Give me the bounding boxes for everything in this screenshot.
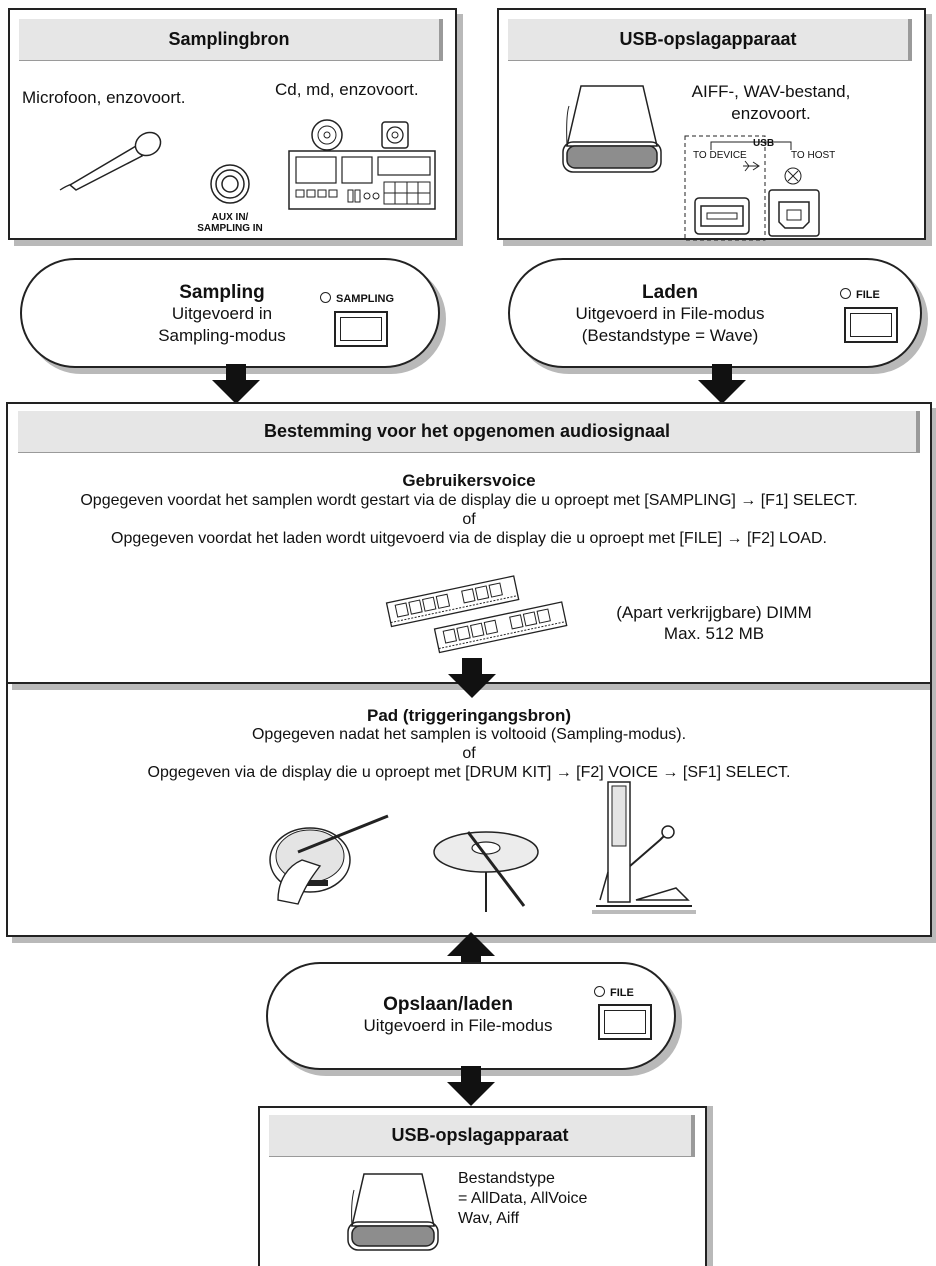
save-file-button-label: FILE bbox=[610, 987, 634, 999]
sampling-led-icon bbox=[320, 292, 331, 303]
to-device-label: TO DEVICE bbox=[693, 150, 747, 161]
md-disc-icon bbox=[381, 121, 409, 149]
file-led-icon bbox=[840, 288, 851, 299]
usb-label: USB bbox=[753, 138, 775, 149]
file-label-1: AIFF-, WAV-bestand, bbox=[691, 82, 851, 101]
sampling-button-label: SAMPLING bbox=[336, 293, 395, 305]
destination-title: Bestemming voor het opgenomen audiosigna… bbox=[18, 411, 920, 453]
arrow-up-icon bbox=[447, 932, 495, 972]
sampling-led-label: SAMPLING bbox=[320, 292, 394, 305]
save-load-step: Opslaan/laden Uitgevoerd in File-modus F… bbox=[266, 962, 676, 1070]
load-file-button[interactable] bbox=[844, 307, 898, 343]
usb-target-title: USB-opslagapparaat bbox=[269, 1115, 695, 1157]
load-step: Laden Uitgevoerd in File-modus (Bestands… bbox=[508, 258, 922, 368]
arrow-down-icon bbox=[447, 1066, 495, 1106]
user-voice-line2: Opgegeven voordat het laden wordt uitgev… bbox=[111, 530, 827, 547]
kick-pedal-icon bbox=[592, 781, 696, 914]
microphone-icon bbox=[59, 131, 162, 191]
user-voice-line1: Opgegeven voordat het samplen wordt gest… bbox=[80, 492, 858, 509]
dimm-line2: Max. 512 MB bbox=[663, 624, 765, 643]
sampling-button[interactable] bbox=[334, 311, 388, 347]
cd-disc-icon bbox=[311, 119, 343, 151]
jack-label-1: AUX IN/ bbox=[211, 212, 249, 223]
sampling-step-title: Sampling bbox=[179, 282, 265, 303]
load-step-line1: Uitgevoerd in File-modus bbox=[575, 304, 765, 323]
cd-label: Cd, md, enzovoort. bbox=[275, 80, 419, 99]
sampling-source-title: Samplingbron bbox=[19, 19, 443, 61]
aux-in-jack-icon bbox=[210, 164, 250, 204]
file-label-2: enzovoort. bbox=[731, 104, 811, 123]
save-step-title: Opslaan/laden bbox=[383, 994, 513, 1015]
sampling-step: Sampling Uitgevoerd in Sampling-modus SA… bbox=[20, 258, 440, 368]
mic-label: Microfoon, enzovoort. bbox=[22, 88, 186, 107]
usb-source-panel: USB-opslagapparaat AIFF-, WAV-bestand, e… bbox=[497, 8, 926, 241]
pad-title: Pad (triggeringangsbron) bbox=[367, 706, 571, 725]
or-label-2: of bbox=[462, 745, 476, 762]
usb-ports-icon bbox=[684, 135, 820, 241]
arrow-down-icon bbox=[698, 364, 746, 404]
cymbal-icon bbox=[433, 831, 539, 912]
save-file-led-label: FILE bbox=[594, 986, 634, 999]
sampling-source-panel: Samplingbron Microfoon, enzovoort. Cd, m… bbox=[8, 8, 457, 240]
load-step-title: Laden bbox=[642, 282, 698, 303]
sampling-step-line1: Uitgevoerd in bbox=[171, 304, 273, 323]
save-file-button[interactable] bbox=[598, 1004, 652, 1040]
arrow-down-icon bbox=[212, 364, 260, 404]
to-host-label: TO HOST bbox=[791, 150, 836, 161]
usb-storage-device-icon bbox=[347, 1173, 439, 1251]
dimm-line1: (Apart verkrijgbare) DIMM bbox=[616, 603, 812, 622]
arrow-down-icon bbox=[448, 658, 496, 698]
usb-source-title: USB-opslagapparaat bbox=[508, 19, 912, 61]
save-file-led-icon bbox=[594, 986, 605, 997]
or-label-1: of bbox=[462, 511, 476, 528]
file-button-label: FILE bbox=[856, 289, 880, 301]
dimm-module-icon bbox=[385, 575, 568, 654]
load-step-line2: (Bestandstype = Wave) bbox=[581, 326, 759, 345]
usb-target-line3: Wav, Aiff bbox=[458, 1210, 520, 1227]
save-step-line1: Uitgevoerd in File-modus bbox=[363, 1016, 553, 1035]
pad-line1: Opgegeven nadat het samplen is voltooid … bbox=[251, 726, 687, 743]
file-led-label: FILE bbox=[840, 288, 880, 301]
destination-panel-fill bbox=[8, 455, 930, 457]
usb-storage-device-icon bbox=[562, 85, 662, 173]
sampling-step-line2: Sampling-modus bbox=[158, 326, 286, 345]
user-voice-title: Gebruikersvoice bbox=[402, 471, 536, 490]
drum-pad-icon bbox=[269, 814, 389, 905]
usb-target-line1: Bestandstype bbox=[458, 1170, 555, 1187]
usb-target-line2: = AllData, AllVoice bbox=[458, 1190, 588, 1207]
pad-line2: Opgegeven via de display die u oproept m… bbox=[147, 764, 791, 781]
jack-label-2: SAMPLING IN bbox=[197, 223, 263, 234]
cd-player-icon bbox=[288, 150, 436, 210]
